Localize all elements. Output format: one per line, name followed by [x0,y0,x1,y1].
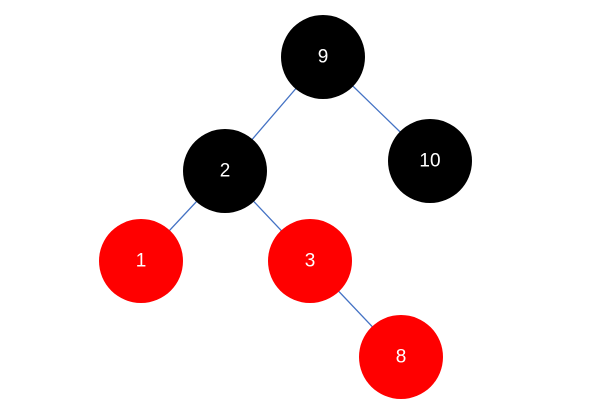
tree-node-10: 10 [388,119,472,203]
nodes-layer: 9 2 10 1 3 8 [99,15,472,399]
edges-layer [140,56,431,358]
node-key-label: 1 [136,251,147,272]
node-key-label: 9 [318,47,329,68]
node-key-label: 8 [396,347,407,368]
node-circle-red [268,219,352,303]
node-circle-red [359,315,443,399]
tree-node-3: 3 [268,219,352,303]
tree-node-9: 9 [281,15,365,99]
node-key-label: 3 [305,251,316,272]
node-circle-black [281,15,365,99]
node-circle-black [388,119,472,203]
node-circle-red [99,219,183,303]
node-key-label: 2 [220,161,231,182]
tree-node-1: 1 [99,219,183,303]
tree-node-2: 2 [183,129,267,213]
node-circle-black [183,129,267,213]
tree-node-8: 8 [359,315,443,399]
node-key-label: 10 [419,151,440,172]
